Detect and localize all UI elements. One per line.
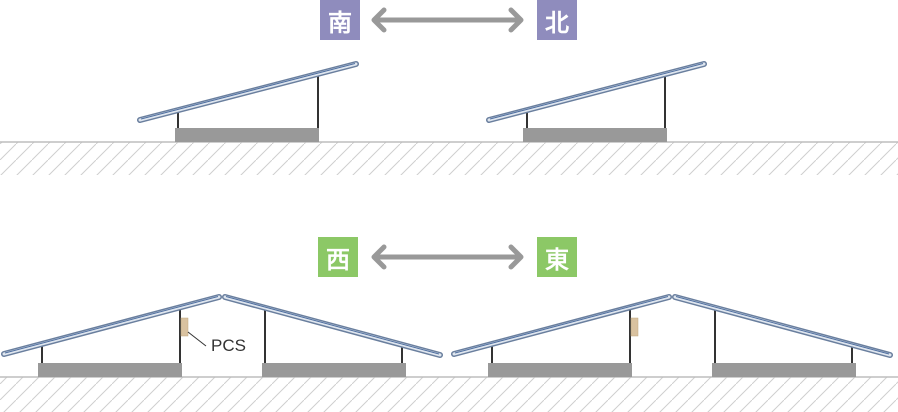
south-badge: 南: [320, 0, 360, 40]
west-badge: 西: [318, 237, 358, 277]
ground-hatch-bottom: [0, 377, 898, 412]
solar-panel-east-facing: [222, 294, 443, 358]
pcs-label: PCS: [211, 336, 246, 355]
ns-array-right: [486, 61, 707, 142]
solar-panel: [486, 61, 707, 123]
east-badge: 東: [537, 237, 577, 277]
foundation: [262, 363, 406, 377]
pcs-box: [630, 317, 639, 337]
north-badge: 北: [537, 0, 577, 40]
foundation: [523, 128, 667, 142]
solar-panel-west-facing: [1, 294, 222, 357]
east-west-section: [0, 244, 898, 412]
foundation: [175, 128, 319, 142]
ew-array-right: [451, 294, 893, 377]
ew-double-arrow: [371, 244, 524, 270]
ns-double-arrow: [371, 7, 524, 33]
foundation: [38, 363, 182, 377]
ew-array-left: [1, 294, 443, 377]
solar-panel: [137, 61, 359, 123]
north-south-section: [0, 7, 898, 175]
ground-hatch-top: [0, 142, 898, 175]
ns-array-left: [137, 61, 359, 142]
solar-panel-east-facing: [672, 294, 893, 358]
pcs-leader-line: [187, 331, 207, 347]
solar-panel-west-facing: [451, 294, 672, 357]
foundation: [488, 363, 632, 377]
foundation: [712, 363, 856, 377]
pcs-box: [180, 317, 189, 337]
